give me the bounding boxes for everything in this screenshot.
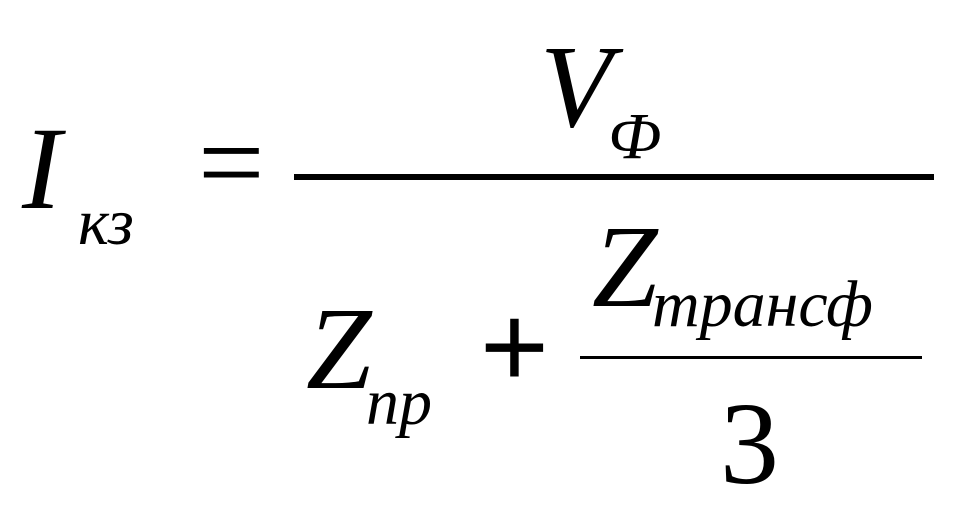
- inner-denominator: 3: [720, 378, 779, 509]
- numerator-subscript: Ф: [608, 100, 662, 173]
- numerator-symbol: V: [540, 21, 613, 152]
- lhs-subscript: кз: [78, 186, 134, 259]
- denominator-term1-symbol: Z: [306, 283, 372, 414]
- inner-fraction-bar: [580, 356, 922, 359]
- lhs-symbol: I: [22, 103, 62, 234]
- plus-sign: +: [480, 281, 549, 413]
- inner-numerator-subscript: трансф: [652, 268, 873, 341]
- equals-sign: =: [198, 97, 265, 228]
- main-fraction-bar: [294, 174, 934, 180]
- inner-numerator-symbol: Z: [592, 201, 658, 332]
- denominator-term1-subscript: пр: [366, 366, 432, 439]
